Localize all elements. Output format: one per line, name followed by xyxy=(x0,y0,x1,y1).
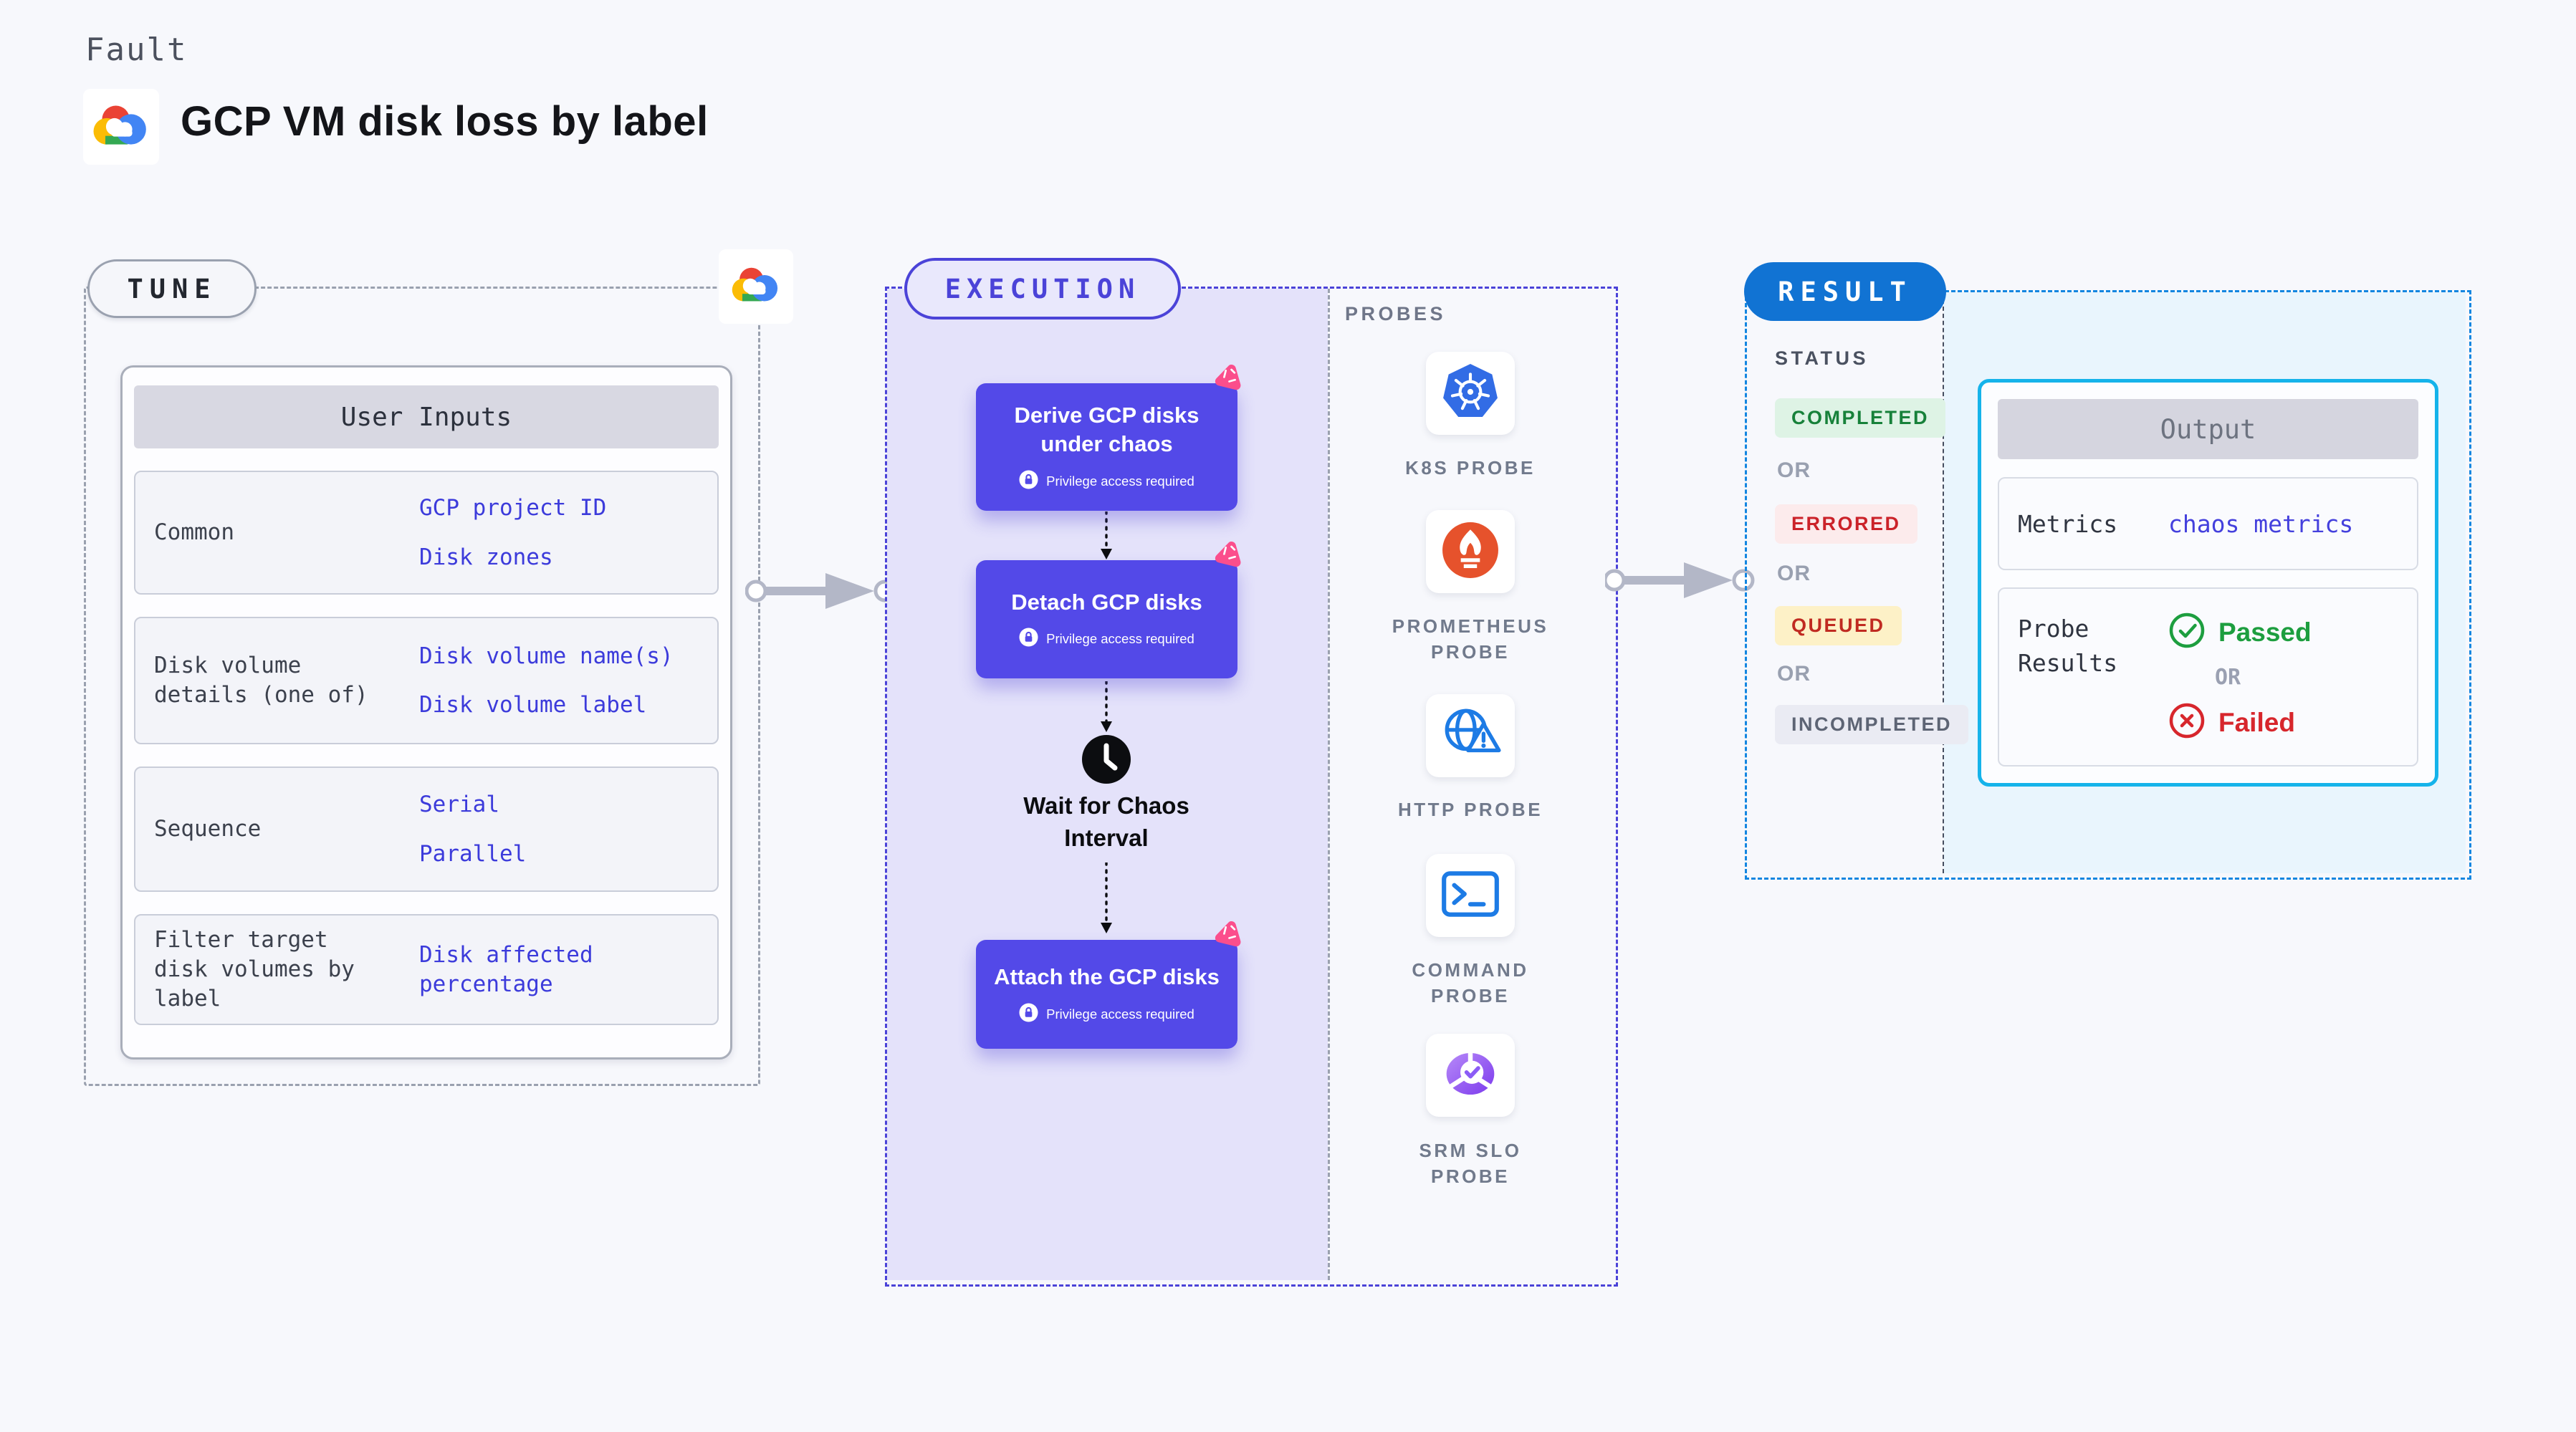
probe-card-k8s xyxy=(1426,352,1515,435)
slo-gauge-check-icon xyxy=(1440,1043,1501,1108)
gcp-cloud-icon xyxy=(90,102,153,153)
probe-label-command: COMMAND PROBE xyxy=(1412,959,1529,1007)
status-badge-completed: COMPLETED xyxy=(1775,398,1946,438)
input-value: Disk volume label xyxy=(419,692,647,718)
input-row-filter-by-label: Filter target disk volumes by label Disk… xyxy=(134,914,719,1025)
probe-card-srm-slo xyxy=(1426,1034,1515,1117)
input-row-common: Common GCP project ID Disk zones xyxy=(134,471,719,595)
input-value: GCP project ID xyxy=(419,495,607,522)
output-header: Output xyxy=(1998,399,2418,459)
step-derive-gcp-disks: Derive GCP disks under chaos Privilege a… xyxy=(976,383,1237,511)
input-value: Disk affected percentage xyxy=(419,942,593,997)
probe-card-command xyxy=(1426,854,1515,937)
privilege-text: Privilege access required xyxy=(1046,631,1194,647)
privilege-text: Privilege access required xyxy=(1046,473,1194,489)
probe-results-label: Probe Results xyxy=(2018,615,2118,677)
execution-pill: EXECUTION xyxy=(904,258,1181,319)
tune-to-execution-arrow xyxy=(745,573,896,609)
or-separator: OR xyxy=(1777,662,1811,686)
metrics-label: Metrics xyxy=(2018,509,2118,538)
input-row-label: Disk volume details (one of) xyxy=(154,653,368,708)
lock-icon xyxy=(1019,628,1038,650)
fault-kicker: Fault xyxy=(85,32,188,68)
prometheus-icon xyxy=(1441,521,1500,583)
chaos-pink-icon xyxy=(1215,364,1241,390)
status-title: STATUS xyxy=(1775,347,1869,369)
http-globe-warning-icon xyxy=(1438,705,1503,767)
input-value: Parallel xyxy=(419,840,527,867)
input-value: Serial xyxy=(419,792,499,818)
wait-for-chaos-interval-label: Wait for Chaos Interval xyxy=(1023,792,1189,851)
input-value: Disk zones xyxy=(419,544,553,570)
check-circle-icon xyxy=(2168,612,2206,653)
chaos-pink-icon xyxy=(1215,541,1241,567)
status-badge-errored: ERRORED xyxy=(1775,504,1917,544)
input-row-disk-volume-details: Disk volume details (one of) Disk volume… xyxy=(134,617,719,744)
output-card: Output Metrics chaos metrics Probe Resul… xyxy=(1978,379,2438,787)
input-row-label: Filter target disk volumes by label xyxy=(154,927,355,1011)
probe-result-passed: Passed xyxy=(2168,612,2312,653)
lock-icon xyxy=(1019,1003,1038,1026)
dotted-arrow xyxy=(1101,862,1112,933)
dotted-arrow xyxy=(1101,511,1112,559)
or-separator: OR xyxy=(1777,458,1811,482)
or-separator: OR xyxy=(1777,562,1811,585)
probe-label-http: HTTP PROBE xyxy=(1397,799,1543,820)
probes-title: PROBES xyxy=(1345,303,1447,325)
failed-text: Failed xyxy=(2218,707,2295,737)
kubernetes-icon xyxy=(1441,362,1500,425)
user-inputs-card: User Inputs Common GCP project ID Disk z… xyxy=(120,365,732,1059)
probe-card-prometheus xyxy=(1426,510,1515,593)
step-title: Attach the GCP disks xyxy=(994,964,1220,990)
output-probe-results-row: Probe Results Passed OR xyxy=(1998,587,2418,767)
result-divider xyxy=(1943,292,1944,873)
result-pill: RESULT xyxy=(1744,262,1946,321)
x-circle-icon xyxy=(2168,702,2206,743)
execution-section-box xyxy=(885,287,1618,1287)
privilege-note: Privilege access required xyxy=(1019,470,1194,493)
execution-to-result-arrow xyxy=(1605,562,1755,598)
step-title: Detach GCP disks xyxy=(1011,589,1202,615)
metrics-value: chaos metrics xyxy=(2168,509,2354,538)
dotted-arrow xyxy=(1101,681,1112,732)
gcp-logo-plate xyxy=(83,89,159,165)
output-metrics-row: Metrics chaos metrics xyxy=(1998,477,2418,570)
step-detach-gcp-disks: Detach GCP disks Privilege access requir… xyxy=(976,560,1237,678)
terminal-icon xyxy=(1438,865,1503,927)
step-attach-gcp-disks: Attach the GCP disks Privilege access re… xyxy=(976,940,1237,1049)
probe-label-k8s: K8S PROBE xyxy=(1405,457,1536,479)
status-badge-incompleted: INCOMPLETED xyxy=(1775,705,1969,744)
input-row-label: Sequence xyxy=(154,816,262,842)
privilege-text: Privilege access required xyxy=(1046,1006,1194,1022)
input-row-sequence: Sequence Serial Parallel xyxy=(134,767,719,892)
tune-pill: TUNE xyxy=(87,259,257,318)
probe-label-srm-slo: SRM SLO PROBE xyxy=(1419,1140,1522,1188)
probe-result-failed: Failed xyxy=(2168,702,2312,743)
privilege-note: Privilege access required xyxy=(1019,1003,1194,1026)
tune-section-box xyxy=(84,287,760,1086)
passed-text: Passed xyxy=(2218,617,2312,647)
probe-label-prometheus: PROMETHEUS PROBE xyxy=(1392,615,1549,663)
probe-card-http xyxy=(1426,694,1515,777)
tune-gcp-logo-plate xyxy=(719,249,793,324)
input-row-label: Common xyxy=(154,519,234,546)
gcp-cloud-icon xyxy=(729,264,783,309)
privilege-note: Privilege access required xyxy=(1019,628,1194,650)
step-title: Derive GCP disks under chaos xyxy=(1014,403,1200,456)
or-separator: OR xyxy=(2215,665,2241,690)
input-value: Disk volume name(s) xyxy=(419,643,674,669)
user-inputs-header: User Inputs xyxy=(134,385,719,448)
clock-icon xyxy=(1081,734,1132,785)
chaos-pink-icon xyxy=(1215,921,1241,947)
result-section-box xyxy=(1745,290,2471,880)
probes-left-divider xyxy=(1328,289,1330,1280)
lock-icon xyxy=(1019,470,1038,493)
page-title: GCP VM disk loss by label xyxy=(181,98,709,145)
status-badge-queued: QUEUED xyxy=(1775,606,1902,645)
